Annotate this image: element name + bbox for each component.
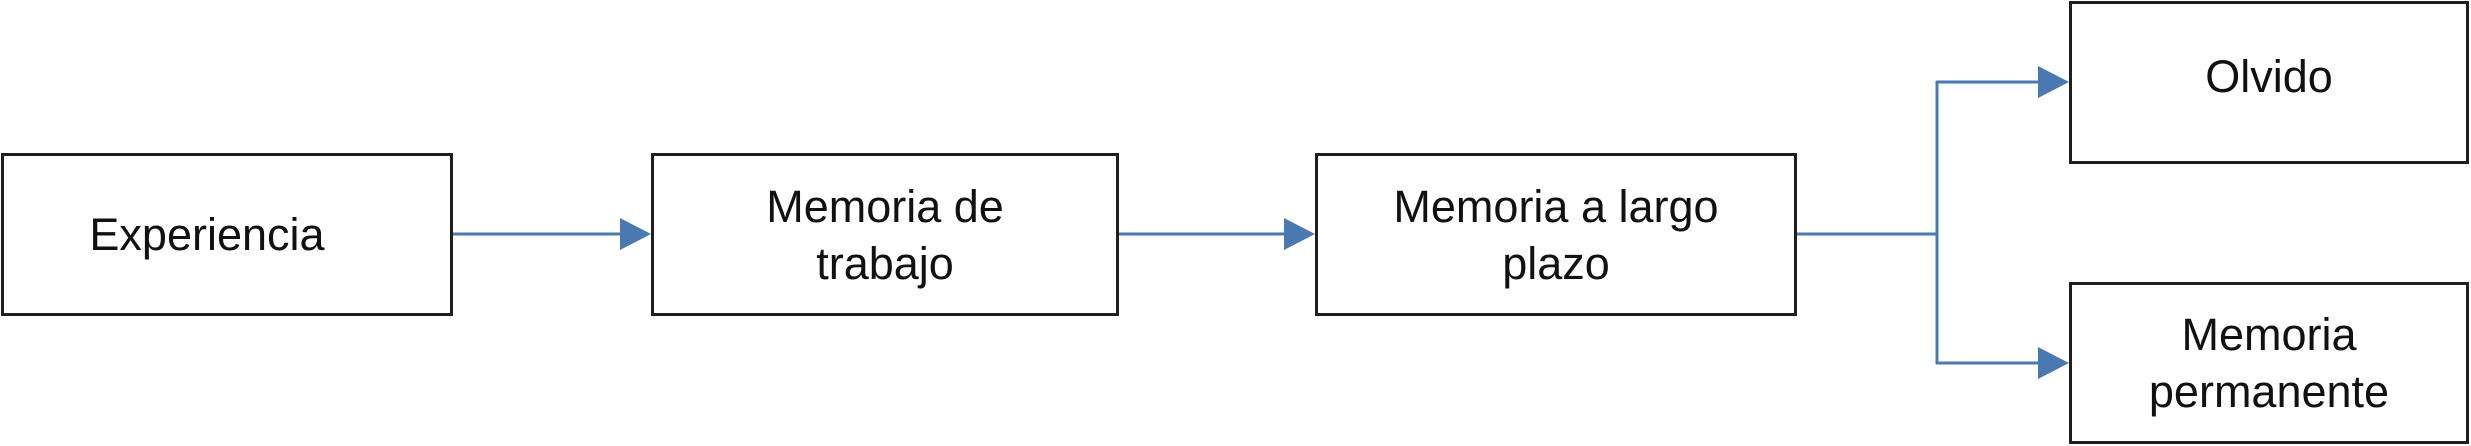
arrowhead-permanente [2038,347,2069,379]
node-experiencia-label: Experiencia [89,209,325,260]
arrowhead-trabajo [620,218,651,250]
node-trabajo-label-line2: trabajo [816,237,954,289]
node-permanente-label-line2: permanente [2148,366,2390,417]
arrowhead-olvido [2038,66,2069,98]
node-olvido-label: Olvido [2205,51,2333,102]
node-permanente-label-line1: Memoria [2181,309,2357,360]
node-memoria-a-largo-plazo: Memoria a largo plazo [1315,153,1797,316]
node-trabajo-label-line1: Memoria de [766,180,1004,232]
node-largo-label-line1: Memoria a largo [1393,180,1719,232]
arrowhead-largo [1284,218,1315,250]
node-largo-label-line2: plazo [1502,237,1610,289]
node-memoria-de-trabajo: Memoria de trabajo [651,153,1119,316]
node-experiencia: Experiencia [1,153,453,316]
node-memoria-permanente: Memoria permanente [2069,282,2469,444]
node-olvido: Olvido [2069,1,2469,164]
